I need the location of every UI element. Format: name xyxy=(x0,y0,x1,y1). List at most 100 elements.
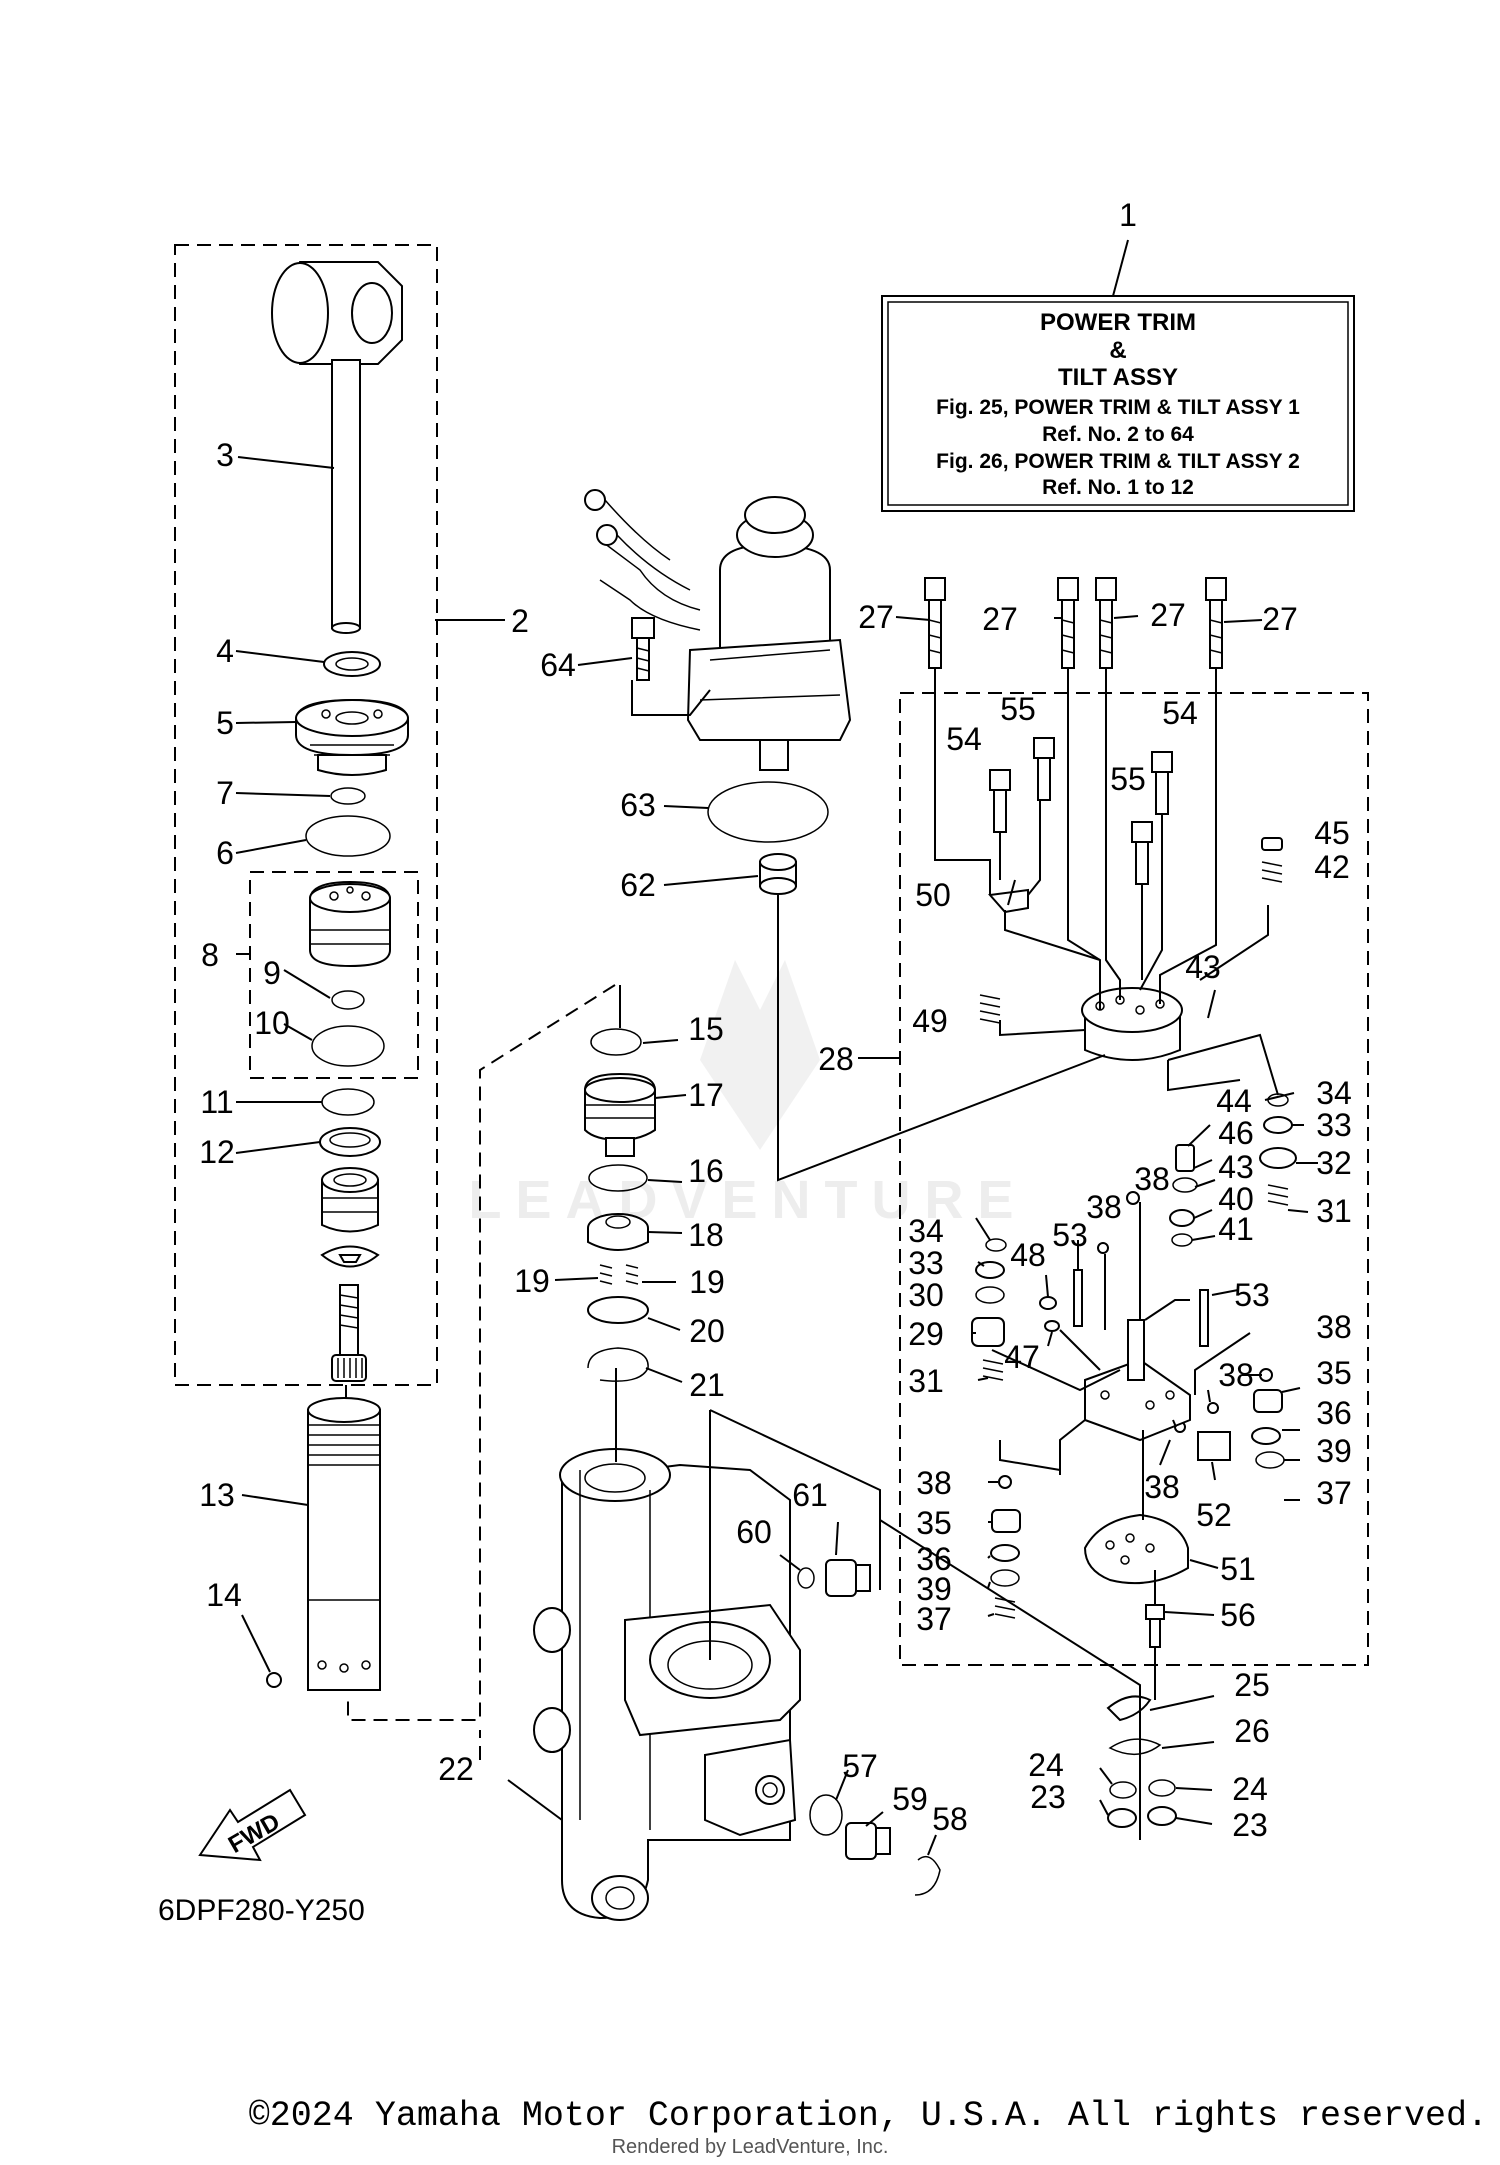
callout-22: 22 xyxy=(438,1751,474,1787)
diagram-code: 6DPF280-Y250 xyxy=(158,1894,365,1927)
callout-26: 26 xyxy=(1234,1713,1270,1749)
callout-7: 7 xyxy=(216,775,234,811)
part-62-filter xyxy=(759,853,797,895)
callout-29: 29 xyxy=(908,1316,944,1352)
callout-16: 16 xyxy=(688,1153,724,1189)
part-59-valve xyxy=(845,1822,891,1860)
part-35-right xyxy=(1253,1389,1283,1413)
part-21-circlip xyxy=(587,1347,649,1382)
callout-38f: 38 xyxy=(916,1465,952,1501)
box-line-6: Fig. 26, POWER TRIM & TILT ASSY 2 xyxy=(936,450,1300,473)
callout-15: 15 xyxy=(688,1011,724,1047)
part-35-left xyxy=(991,1509,1021,1533)
callout-50: 50 xyxy=(915,877,951,913)
callout-27d: 27 xyxy=(1262,601,1298,637)
part-30-o-ring xyxy=(975,1286,1005,1304)
callout-19a: 19 xyxy=(514,1263,550,1299)
part-56-bolt xyxy=(1145,1604,1165,1620)
callout-46: 46 xyxy=(1218,1115,1254,1151)
part-16-ring xyxy=(588,1164,648,1192)
callout-34a: 34 xyxy=(1316,1075,1352,1111)
callout-52: 52 xyxy=(1196,1497,1232,1533)
callout-62: 62 xyxy=(620,867,656,903)
callout-48: 48 xyxy=(1010,1237,1046,1273)
tilt-rod-part xyxy=(271,261,403,634)
callout-38c: 38 xyxy=(1316,1309,1352,1345)
callout-13: 13 xyxy=(199,1477,235,1513)
callout-1: 1 xyxy=(1119,197,1137,233)
part-38-d xyxy=(1207,1402,1219,1414)
callout-37a: 37 xyxy=(1316,1475,1352,1511)
callout-36a: 36 xyxy=(1316,1395,1352,1431)
callout-44: 44 xyxy=(1216,1083,1252,1119)
callout-17: 17 xyxy=(688,1077,724,1113)
callout-labels: 3 2 4 5 7 6 8 9 10 11 12 13 14 64 63 62 … xyxy=(199,437,1352,1843)
callout-60: 60 xyxy=(736,1514,772,1550)
box-line-7: Ref. No. 1 to 12 xyxy=(1042,476,1194,499)
part-28-valve-body xyxy=(1081,987,1183,1061)
callout-56: 56 xyxy=(1220,1597,1256,1633)
part-19-springs xyxy=(599,1264,639,1285)
leader-lines xyxy=(235,456,1318,1856)
part-39-right xyxy=(1255,1451,1285,1469)
callout-57: 57 xyxy=(842,1748,878,1784)
callout-12: 12 xyxy=(199,1134,235,1170)
part-24-left xyxy=(1109,1781,1137,1799)
rendered-by-notice: Rendered by LeadVenture, Inc. xyxy=(611,2136,889,2158)
callout-53b: 53 xyxy=(1234,1277,1270,1313)
callout-38d: 38 xyxy=(1218,1357,1254,1393)
watermark: LEADVENTURE xyxy=(468,960,1014,1230)
part-8-piston xyxy=(309,880,391,968)
callout-39a: 39 xyxy=(1316,1433,1352,1469)
callout-49: 49 xyxy=(912,1003,948,1039)
callout-64: 64 xyxy=(540,647,576,683)
part-48 xyxy=(1039,1296,1057,1310)
callout-3: 3 xyxy=(216,437,234,473)
callout-63: 63 xyxy=(620,787,656,823)
part-38-b xyxy=(1097,1242,1109,1254)
callout-36b: 36 xyxy=(916,1541,952,1577)
callout-43b: 43 xyxy=(1218,1149,1254,1185)
callout-53a: 53 xyxy=(1052,1217,1088,1253)
callout-38a: 38 xyxy=(1134,1161,1170,1197)
callout-24b: 24 xyxy=(1232,1771,1268,1807)
part-26 xyxy=(1108,1738,1162,1755)
callout-38e: 38 xyxy=(1144,1469,1180,1505)
part-41 xyxy=(1171,1233,1193,1247)
part-52 xyxy=(1197,1431,1231,1461)
callout-42: 42 xyxy=(1314,849,1350,885)
part-24-right xyxy=(1148,1779,1176,1797)
part-61-valve xyxy=(825,1559,871,1597)
piston-assy-outline xyxy=(249,871,419,1079)
part-7-o-ring xyxy=(330,787,366,805)
callout-31a: 31 xyxy=(1316,1193,1352,1229)
part-38-a xyxy=(1126,1191,1140,1205)
part-5-end-screw xyxy=(295,698,409,776)
part-40 xyxy=(1169,1209,1195,1227)
part-53-pin-a xyxy=(1073,1269,1083,1327)
callout-33a: 33 xyxy=(1316,1107,1352,1143)
callout-59: 59 xyxy=(892,1781,928,1817)
box-line-4: Fig. 25, POWER TRIM & TILT ASSY 1 xyxy=(936,396,1300,419)
callout-33b: 33 xyxy=(908,1245,944,1281)
part-63-o-ring xyxy=(707,781,829,843)
assembly-info-box: 1 POWER TRIM & TILT ASSY Fig. 25, POWER … xyxy=(881,197,1355,512)
part-29 xyxy=(971,1317,1005,1347)
center-valve-body xyxy=(1084,1319,1191,1442)
callout-55a: 55 xyxy=(1000,691,1036,727)
callout-35b: 35 xyxy=(916,1505,952,1541)
callout-6: 6 xyxy=(216,835,234,871)
callout-21: 21 xyxy=(689,1367,725,1403)
callout-55b: 55 xyxy=(1110,761,1146,797)
callout-40: 40 xyxy=(1218,1181,1254,1217)
box-line-3: TILT ASSY xyxy=(1058,364,1178,391)
part-23-left xyxy=(1107,1808,1137,1828)
callout-18: 18 xyxy=(688,1217,724,1253)
callout-47: 47 xyxy=(1004,1339,1040,1375)
part-11-o-ring xyxy=(321,1088,375,1116)
part-53-pin-b xyxy=(1199,1289,1209,1347)
part-4-seal xyxy=(323,651,381,677)
part-18 xyxy=(587,1213,649,1251)
part-36-right xyxy=(1251,1427,1281,1445)
callout-30: 30 xyxy=(908,1277,944,1313)
